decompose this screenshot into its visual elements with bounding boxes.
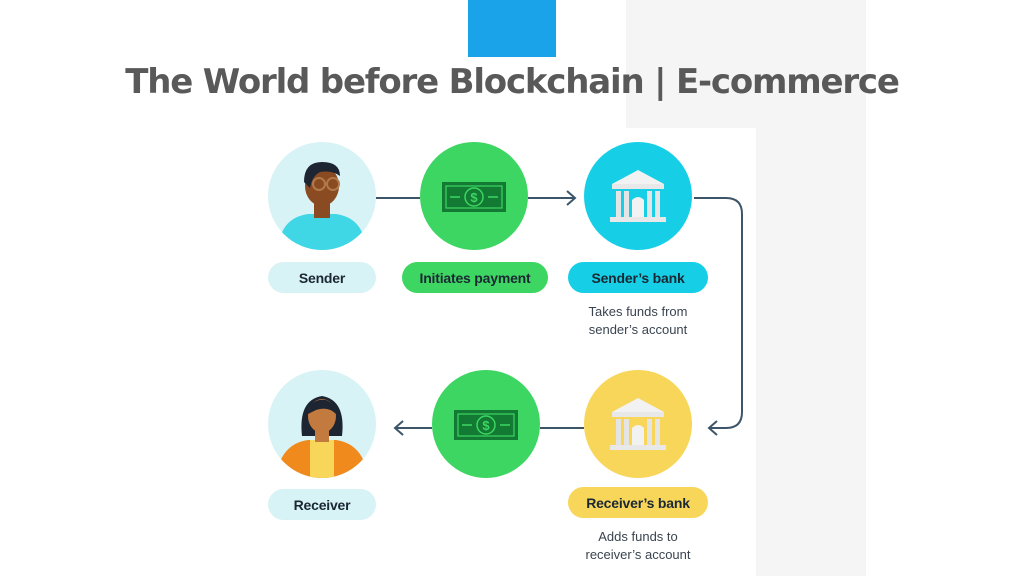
money-icon: $ — [442, 182, 506, 212]
bank-icon — [610, 170, 666, 222]
arrow-bank-to-bank — [694, 197, 743, 429]
receivers-bank-label: Receiver’s bank — [568, 487, 708, 518]
transfer-node: $ — [432, 370, 540, 478]
arrow-head-to-receivers-bank — [707, 420, 718, 436]
bank-icon — [610, 398, 666, 450]
arrow-head-to-senders-bank — [566, 190, 577, 206]
receiver-label: Receiver — [268, 489, 376, 520]
receivers-bank-node — [584, 370, 692, 478]
accent-rectangle — [468, 0, 556, 57]
initiates-payment-node: $ — [420, 142, 528, 250]
receiver-node — [268, 370, 376, 478]
slide-title: The World before Blockchain | E-commerce — [125, 62, 900, 102]
senders-bank-note: Takes funds from sender’s account — [588, 304, 688, 337]
sender-node — [268, 142, 376, 250]
svg-text:$: $ — [482, 418, 490, 433]
money-icon: $ — [454, 410, 518, 440]
person-glasses-icon — [278, 162, 366, 250]
sender-label: Sender — [268, 262, 376, 293]
payment-flow-diagram: Sender $ Initiates payment Sender’s bank… — [262, 128, 756, 576]
senders-bank-node — [584, 142, 692, 250]
person-woman-icon — [276, 396, 368, 478]
senders-bank-label: Sender’s bank — [568, 262, 708, 293]
initiates-payment-label: Initiates payment — [402, 262, 548, 293]
receivers-bank-note: Adds funds to receiver’s account — [585, 529, 691, 562]
svg-text:$: $ — [470, 190, 478, 205]
flow-arrows — [376, 190, 743, 436]
arrow-head-to-receiver — [393, 420, 404, 436]
